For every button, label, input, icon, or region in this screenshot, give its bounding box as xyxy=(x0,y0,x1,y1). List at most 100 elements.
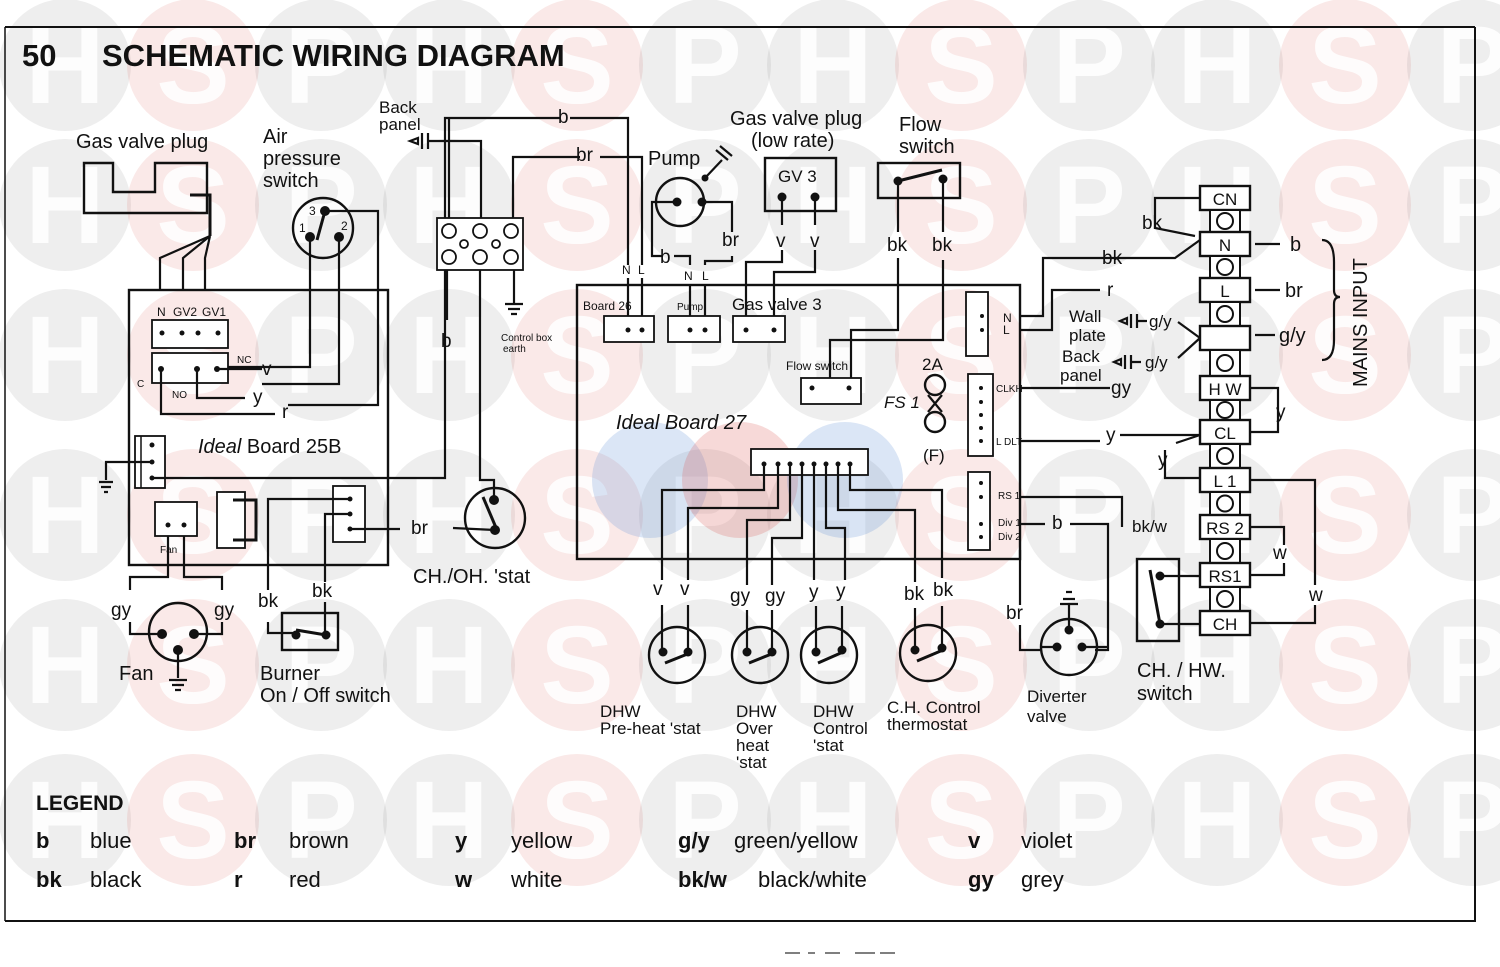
ch-oh-stat-label: CH./OH. 'stat xyxy=(413,566,531,588)
legend-code: v xyxy=(968,828,981,853)
watermark-circle xyxy=(383,289,515,421)
watermark-circle xyxy=(0,754,131,886)
watermark-letter: H xyxy=(25,294,104,417)
legend-color-name: blue xyxy=(90,828,132,853)
svg-text:RS 1: RS 1 xyxy=(998,491,1021,502)
watermark-circle xyxy=(1023,449,1155,581)
air-pressure-label-2: pressure xyxy=(263,148,341,170)
ch-hw-switch-label-1: CH. / HW. xyxy=(1137,660,1226,682)
svg-text:Flow switch: Flow switch xyxy=(786,359,848,373)
watermark-letter: P xyxy=(284,604,357,727)
watermark-letter: H xyxy=(793,604,872,727)
ch-control-thermostat xyxy=(898,606,958,683)
page-title: SCHEMATIC WIRING DIAGRAM xyxy=(102,38,565,73)
gv-low-label-1: Gas valve plug xyxy=(730,108,862,130)
svg-text:Div 2: Div 2 xyxy=(998,532,1021,543)
wire-b-top xyxy=(570,116,630,265)
legend-color-name: black xyxy=(90,867,142,892)
dhw-preheat-label-2: Pre-heat 'stat xyxy=(600,719,701,738)
legend-code: b xyxy=(36,828,49,853)
svg-text:CLKH: CLKH xyxy=(996,384,1023,395)
svg-text:1: 1 xyxy=(299,221,306,235)
wire-label-gy-fan1: gy xyxy=(111,600,132,621)
watermark-letter: S xyxy=(540,759,613,882)
terminal-label: RS1 xyxy=(1208,567,1241,586)
wire-label-gy-back: g/y xyxy=(1145,353,1168,372)
wire-label-b-div: b xyxy=(1052,513,1063,534)
wire-label-gy-over2: gy xyxy=(765,586,786,607)
watermark-letter: P xyxy=(1436,144,1500,267)
wire-label-bkw-rs2: bk/w xyxy=(1132,517,1168,536)
watermark-letter: P xyxy=(668,4,741,127)
watermark-circle xyxy=(1407,289,1500,421)
watermark-circle xyxy=(0,599,131,731)
terminal-label: N xyxy=(1219,236,1231,255)
watermark-letter: S xyxy=(156,604,229,727)
wire-label-b-top: b xyxy=(558,107,569,128)
dhw-overheat-label-2: Over xyxy=(736,719,773,738)
watermark-letter: P xyxy=(1436,604,1500,727)
legend-color-name: violet xyxy=(1021,828,1072,853)
watermark-letter: S xyxy=(924,604,997,727)
dhw-overheat-stat xyxy=(730,610,790,685)
watermark-letter: H xyxy=(1177,759,1256,882)
legend-color-name: grey xyxy=(1021,867,1064,892)
wire-label-bk-fs1: bk xyxy=(887,235,908,256)
mains-input-label: MAINS INPUT xyxy=(1350,258,1372,387)
watermark-circle xyxy=(383,449,515,581)
watermark-letter: H xyxy=(793,759,872,882)
wire-label-r-l: r xyxy=(1107,280,1114,301)
svg-text:NC: NC xyxy=(237,355,251,366)
watermark-letter: H xyxy=(793,4,872,127)
watermark-circle xyxy=(639,449,771,581)
wire-label-r-apsw: r xyxy=(282,402,289,423)
watermark-letter: S xyxy=(156,144,229,267)
terminal-screw xyxy=(1216,542,1234,560)
watermark-letter: S xyxy=(540,144,613,267)
legend-heading: LEGEND xyxy=(36,792,124,815)
watermark-circle xyxy=(767,449,899,581)
legend-color-name: green/yellow xyxy=(734,828,858,853)
watermark-circle xyxy=(1151,754,1283,886)
wire-label-bk-fs2: bk xyxy=(932,235,953,256)
svg-text:N: N xyxy=(1003,311,1012,325)
ch-control-label-1: C.H. Control xyxy=(887,698,981,717)
watermark-letter: H xyxy=(409,759,488,882)
gv-low-label-2: (low rate) xyxy=(751,130,834,152)
air-pressure-label-3: switch xyxy=(263,170,319,192)
watermark-letter: P xyxy=(284,759,357,882)
dhw-control-label-2: Control xyxy=(813,719,868,738)
watermark-circle xyxy=(383,0,515,131)
watermark-circle xyxy=(127,754,259,886)
watermark-circle xyxy=(639,754,771,886)
wire-label-bk-burn1: bk xyxy=(258,591,279,612)
watermark-circle xyxy=(255,754,387,886)
dhw-preheat-label-1: DHW xyxy=(600,702,641,721)
pump xyxy=(650,145,734,265)
legend-color-name: white xyxy=(510,867,562,892)
watermark-circle xyxy=(1023,139,1155,271)
legend-code: r xyxy=(234,867,243,892)
wire-label-w-rs: w xyxy=(1272,543,1287,564)
svg-text:Board 26: Board 26 xyxy=(583,299,632,313)
watermark-letter: P xyxy=(284,294,357,417)
mains-gy: g/y xyxy=(1279,325,1306,347)
watermark-circle xyxy=(255,289,387,421)
watermark-circle xyxy=(767,754,899,886)
watermark-circle xyxy=(1407,754,1500,886)
burner-label-2: On / Off switch xyxy=(260,685,391,707)
svg-text:GV2: GV2 xyxy=(173,305,197,319)
svg-text:C: C xyxy=(137,379,144,390)
watermark-letter: S xyxy=(540,604,613,727)
wire-label-br-div: br xyxy=(1006,603,1024,624)
pump-n-label: N xyxy=(684,269,693,283)
watermark-circle xyxy=(895,754,1027,886)
watermark-letter: P xyxy=(1052,144,1125,267)
terminal-screw xyxy=(1216,305,1234,323)
watermark-circle xyxy=(0,139,131,271)
watermark-letter: H xyxy=(793,144,872,267)
terminal-label: L xyxy=(1220,282,1229,301)
